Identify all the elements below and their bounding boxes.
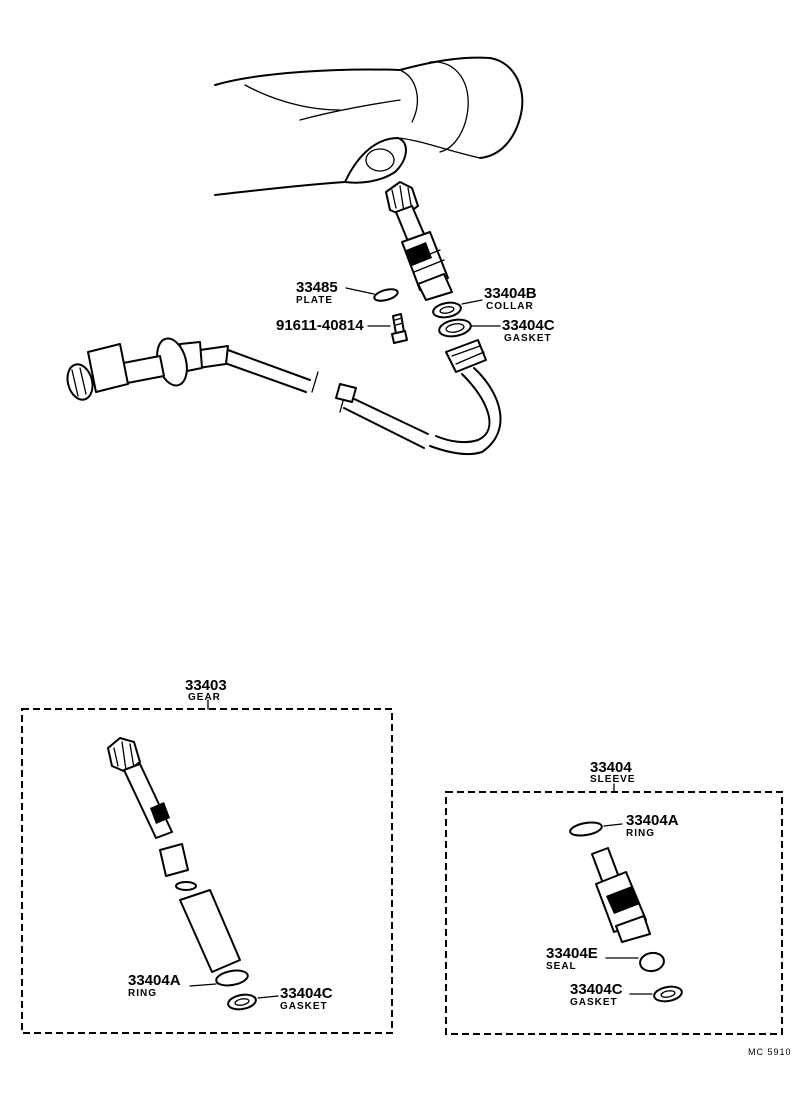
plate-number: 33485 (296, 279, 338, 296)
gear-kit-box (21, 708, 393, 1034)
gear-gasket-name: GASKET (280, 1001, 328, 1012)
plate-name: PLATE (296, 295, 334, 306)
sleeve-gasket-name: GASKET (570, 997, 618, 1008)
gear-ring-number: 33404A (128, 972, 181, 989)
transmission-housing (214, 56, 524, 196)
collar-name: COLLAR (486, 301, 534, 312)
plate-part (345, 287, 399, 302)
collar-part (432, 299, 483, 319)
gear-gasket-number: 33404C (280, 985, 333, 1002)
sleeve-seal-number: 33404E (546, 945, 598, 962)
gasket-top-number: 33404C (502, 317, 555, 334)
collar-number: 33404B (484, 285, 537, 302)
sleeve-gasket-number: 33404C (570, 981, 623, 998)
gear-kit-drawing (107, 737, 279, 1011)
sleeve-seal-name: SEAL (546, 961, 577, 972)
gear-kit-number: 33403 (185, 677, 227, 694)
gear-ring-name: RING (128, 988, 157, 999)
bolt-number: 91611-40814 (276, 317, 364, 334)
gasket-top-part (438, 318, 501, 338)
gear-kit-name: GEAR (188, 692, 221, 703)
sleeve-ring-name: RING (626, 828, 655, 839)
speedometer-cable (66, 337, 502, 455)
driven-gear-top (385, 181, 453, 301)
sleeve-kit-name: SLEEVE (590, 774, 636, 785)
sleeve-ring-number: 33404A (626, 812, 679, 829)
bolt-part (367, 313, 408, 344)
diagram-code: MC 5910 (748, 1047, 792, 1057)
gasket-top-name: GASKET (504, 333, 552, 344)
sleeve-kit-drawing (569, 821, 683, 1003)
sleeve-kit-number: 33404 (590, 759, 632, 776)
